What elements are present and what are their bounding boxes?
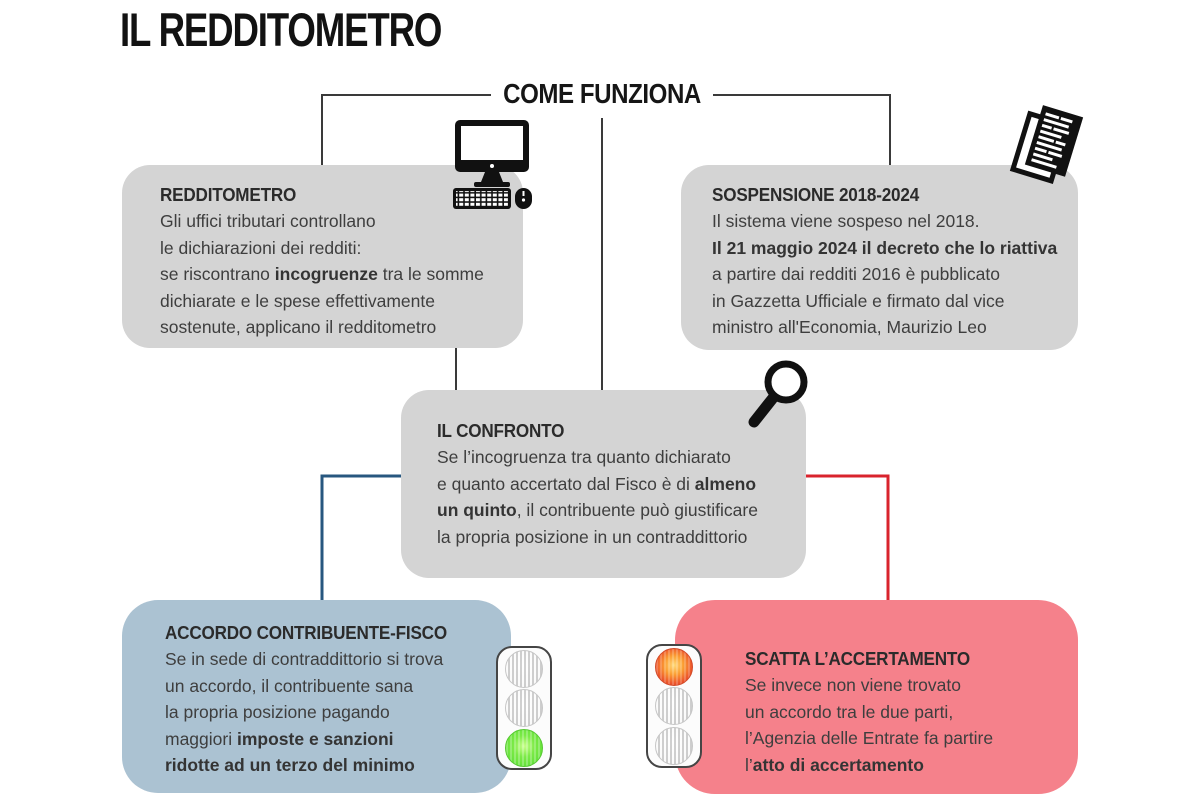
documents-icon bbox=[1009, 105, 1084, 184]
node-sospensione-heading: SOSPENSIONE 2018-2024 bbox=[712, 185, 920, 205]
connector-header-right bbox=[713, 94, 891, 165]
connector-blue-accordo bbox=[320, 474, 401, 601]
traffic-light-lamp-green bbox=[505, 728, 543, 767]
node-scatta-heading: SCATTA L’ACCERTAMENTO bbox=[745, 649, 970, 669]
magnifier-icon bbox=[748, 360, 808, 428]
traffic-light-lamp-red bbox=[655, 647, 693, 686]
node-confronto-heading: IL CONFRONTO bbox=[437, 421, 565, 441]
connector-red-scatta bbox=[806, 474, 890, 601]
node-confronto: IL CONFRONTO Se l’incogruenza tra quanto… bbox=[401, 390, 806, 578]
node-accordo-heading: ACCORDO CONTRIBUENTE-FISCO bbox=[165, 623, 447, 643]
computer-icon bbox=[453, 120, 532, 209]
node-scatta: SCATTA L’ACCERTAMENTO Se invece non vien… bbox=[675, 600, 1078, 794]
traffic-light-red-icon bbox=[646, 644, 702, 768]
node-redditometro: REDDITOMETRO Gli uffici tributari contro… bbox=[122, 165, 523, 348]
traffic-light-lamp-off bbox=[655, 687, 693, 725]
node-sospensione: SOSPENSIONE 2018-2024 Il sistema viene s… bbox=[681, 165, 1078, 350]
page-title: IL REDDITOMETRO bbox=[120, 3, 442, 56]
traffic-light-lamp-off bbox=[505, 689, 543, 727]
section-title: COME FUNZIONA bbox=[503, 78, 701, 109]
traffic-light-lamp-off bbox=[655, 726, 693, 765]
node-redditometro-heading: REDDITOMETRO bbox=[160, 185, 297, 205]
node-accordo: ACCORDO CONTRIBUENTE-FISCO Se in sede di… bbox=[122, 600, 511, 793]
node-sospensione-body: Il sistema viene sospeso nel 2018.Il 21 … bbox=[712, 211, 1058, 338]
traffic-light-green-icon bbox=[496, 646, 552, 770]
traffic-light-lamp-off bbox=[505, 649, 543, 688]
